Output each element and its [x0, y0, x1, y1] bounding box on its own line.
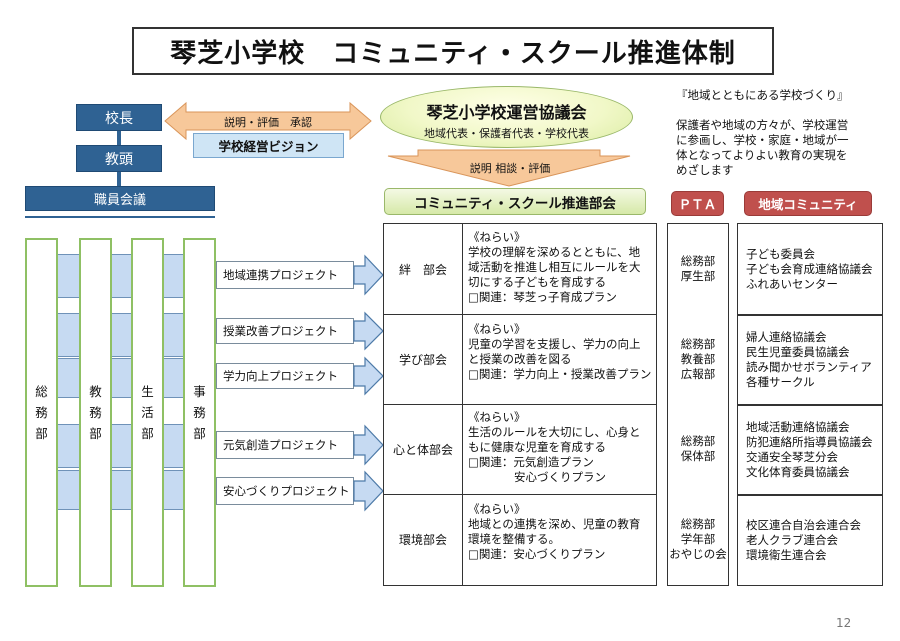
community-cell-box — [737, 495, 883, 586]
council-title: 琴芝小学校運営協議会 — [426, 103, 587, 122]
community-cell: 子ども委員会 子ども会育成連絡協議会 ふれあいセンター — [746, 246, 873, 291]
subcommittee-aim: 《ねらい》 学校の理解を深めるとともに、地 域活動を推進し相互にルールを大 切に… — [468, 230, 641, 304]
project-lesson-improvement: 授業改善プロジェクト — [216, 318, 354, 344]
page-number: 12 — [836, 616, 852, 630]
department-office: 事務部 — [183, 238, 216, 587]
school-council: 琴芝小学校運営協議会 地域代表・保護者代表・学校代表 — [380, 86, 633, 148]
staff-meeting-box: 職員会議 — [25, 186, 215, 211]
department-student-life: 生活部 — [131, 238, 164, 587]
project-arrow-3 — [353, 356, 384, 396]
community-cell-box — [737, 315, 883, 405]
school-vision-box: 学校経営ビジョン — [193, 133, 344, 158]
pta-cell: 総務部 教養部 広報部 — [680, 336, 716, 381]
project-arrow-4 — [353, 424, 384, 466]
page-title: 琴芝小学校 コミュニティ・スクール推進体制 — [132, 27, 774, 75]
subcommittee-name: 心と体部会 — [392, 442, 453, 457]
project-community-link: 地域連携プロジェクト — [216, 261, 354, 289]
subcommittee-name: 環境部会 — [398, 533, 447, 547]
row-divider — [384, 494, 656, 495]
subcommittee-name: 学び部会 — [398, 352, 447, 367]
community-cell-box — [737, 223, 883, 315]
vice-principal-box: 教頭 — [76, 145, 162, 172]
down-arrow — [387, 149, 631, 187]
subcommittee-aim: 《ねらい》 生活のルールを大切にし、心身と もに健康な児童を育成する □関連：元… — [468, 410, 641, 484]
subcommittee-table: 絆 部会 《ねらい》 学校の理解を深めるとともに、地 域活動を推進し相互にルール… — [383, 223, 657, 586]
consult-arrow-label: 説明 相談・評価 — [469, 162, 551, 175]
principal-connector — [117, 131, 121, 145]
pta-cell: 総務部 厚生部 — [680, 254, 716, 283]
slogan-text: 『地域とともにある学校づくり』 — [676, 88, 849, 102]
community-header: 地域コミュニティ — [744, 191, 872, 216]
explain-arrow-label: 説明・評価 承認 — [224, 116, 312, 129]
project-energy-creation: 元気創造プロジェクト — [216, 431, 354, 459]
project-arrow-5 — [353, 470, 384, 512]
double-arrow — [164, 101, 372, 141]
subcommittee-name: 絆 部会 — [398, 262, 447, 277]
department-general-affairs: 総務部 — [25, 238, 58, 587]
cs-committee-header: コミュニティ・スクール推進部会 — [384, 188, 646, 215]
community-cell: 婦人連絡協議会 民生児童委員協議会 読み聞かせボランティア 各種サークル — [746, 330, 872, 389]
subcommittee-aim: 《ねらい》 児童の学習を支援し、学力の向上 と授業の改善を図る □関連：学力向上… — [468, 322, 652, 381]
project-academic-improvement: 学力向上プロジェクト — [216, 363, 354, 389]
project-arrow-2 — [353, 311, 384, 351]
row-divider — [384, 404, 656, 405]
community-cell: 校区連合自治会連合会 老人クラブ連合会 環境衛生連合会 — [746, 518, 861, 562]
staff-meeting-connector — [25, 216, 215, 218]
pta-column — [667, 223, 729, 586]
subcommittee-aim: 《ねらい》 地域との連携を深め、児童の教育 環境を整備する。 □関連：安心づくり… — [468, 502, 641, 561]
principal-box: 校長 — [76, 104, 162, 131]
row-divider — [384, 314, 656, 315]
council-members: 地域代表・保護者代表・学校代表 — [424, 127, 589, 140]
project-arrow-1 — [353, 254, 384, 296]
department-academic-affairs: 教務部 — [79, 238, 112, 587]
project-safety: 安心づくりプロジェクト — [216, 477, 354, 505]
community-cell: 地域活動連絡協議会 防犯連絡所指導員協議会 交通安全琴芝分会 文化体育委員協議会 — [746, 420, 873, 479]
community-cell-box — [737, 405, 883, 495]
pta-header: ＰＴＡ — [671, 191, 724, 216]
description-note: 保護者や地域の方々が、学校運営 に参画し、学校・家庭・地域が一 体となってよりよ… — [676, 118, 849, 177]
vice-principal-connector — [117, 172, 121, 186]
pta-cell: 総務部 学年部 おやじの会 — [669, 516, 727, 561]
pta-cell: 総務部 保体部 — [680, 434, 716, 463]
